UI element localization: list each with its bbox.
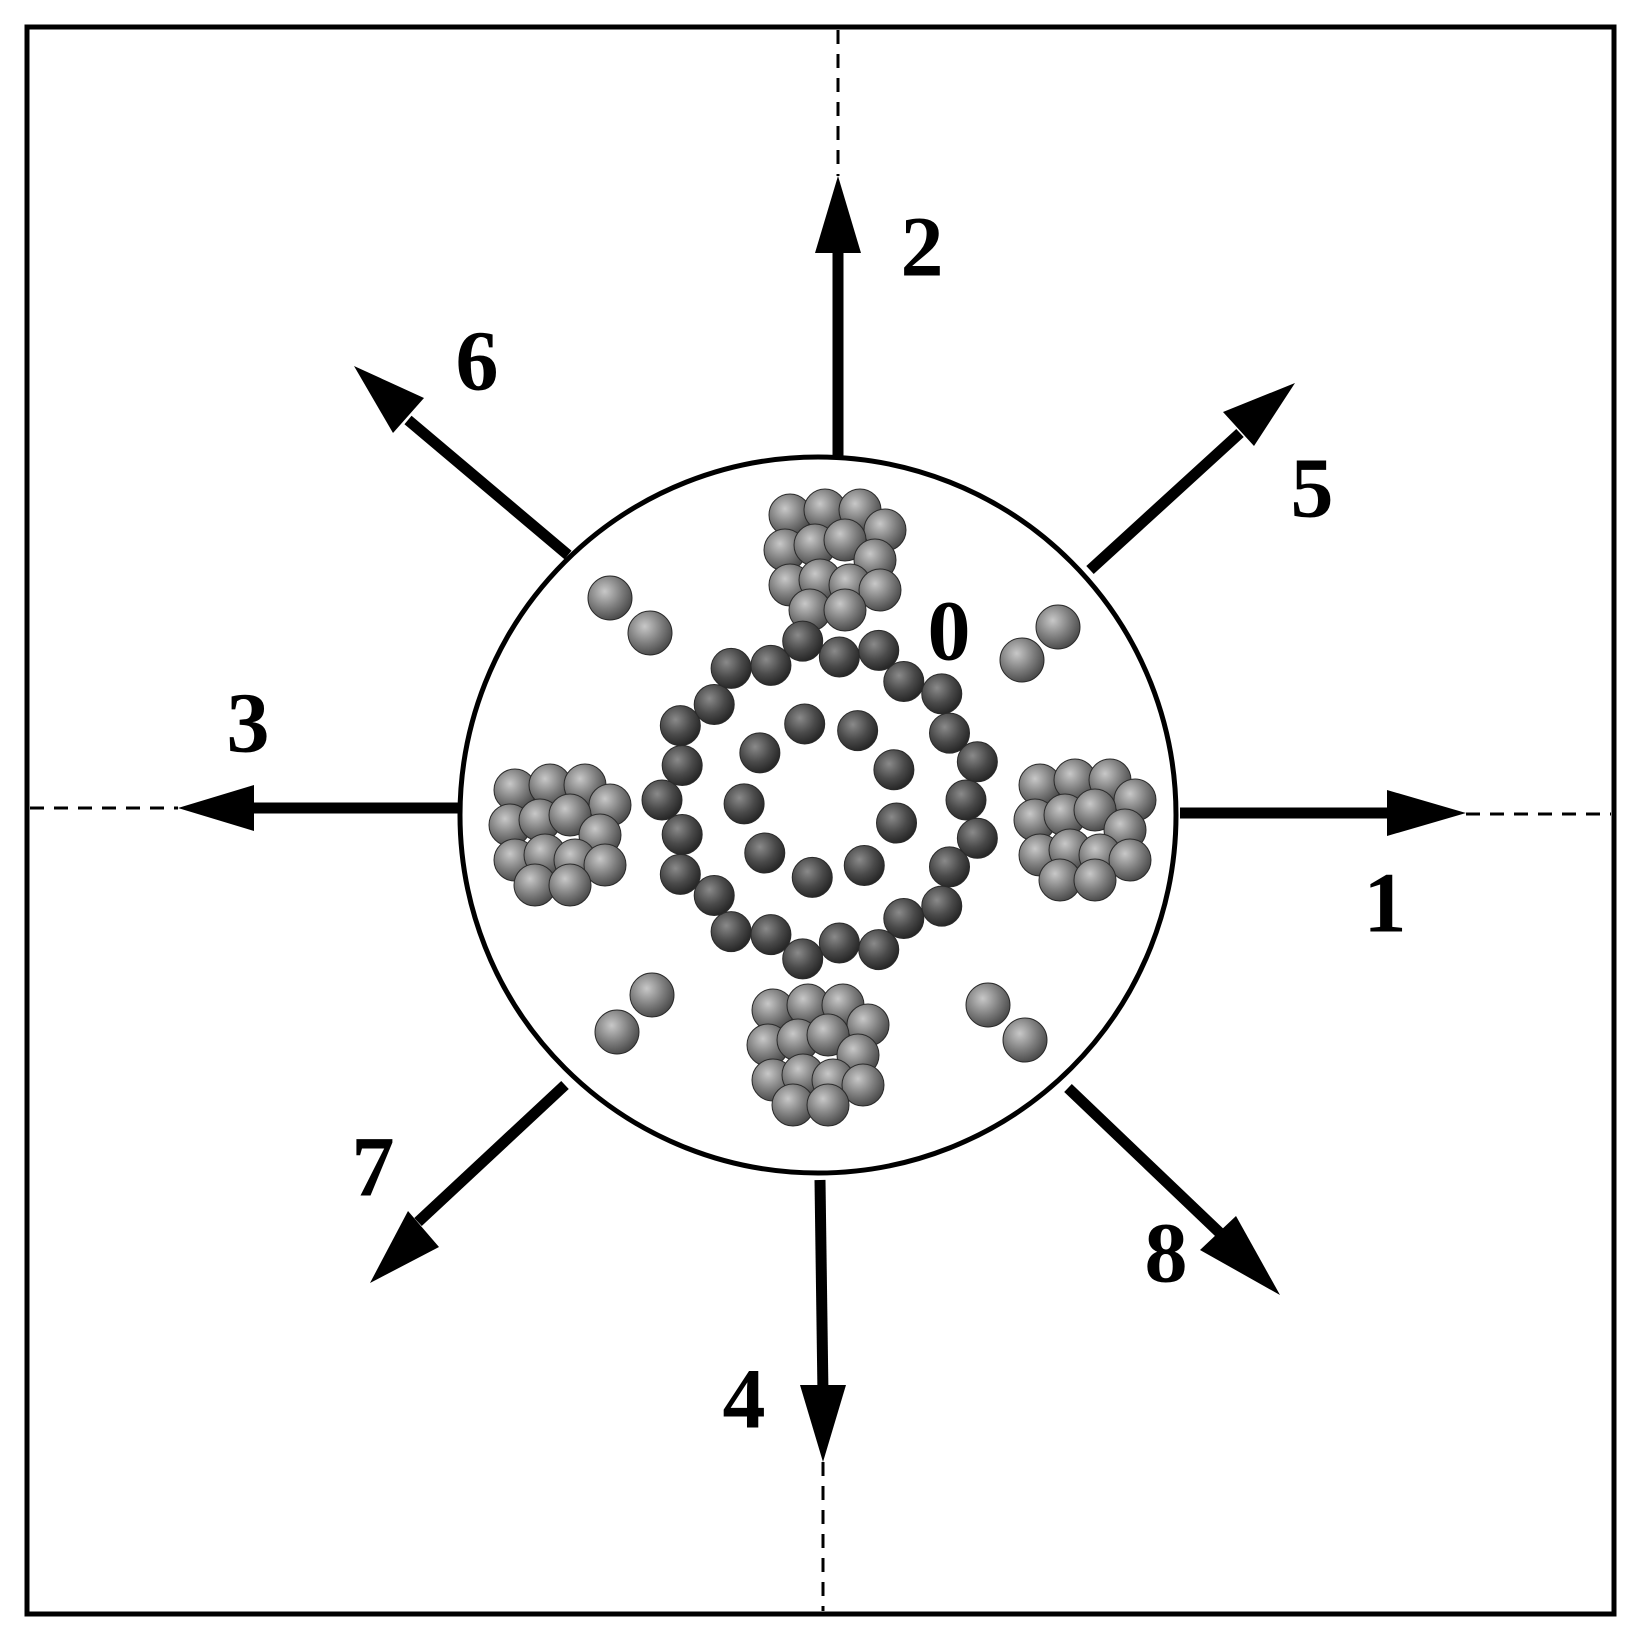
label-direction-6: 6: [456, 313, 499, 409]
core-outer-sphere: [929, 712, 971, 754]
pair-bottom-left-sphere: [594, 1009, 640, 1055]
core-outer-sphere: [693, 684, 735, 726]
guide-lines: [30, 30, 1611, 1611]
outer-frame: [24, 24, 1617, 1617]
core-outer-sphere: [782, 938, 824, 980]
core-outer-sphere: [818, 636, 860, 678]
arrow-6: [354, 366, 572, 560]
label-direction-4: 4: [723, 1351, 766, 1447]
core-outer-sphere: [921, 885, 963, 927]
label-direction-8: 8: [1145, 1205, 1188, 1301]
core-outer-sphere: [858, 629, 900, 671]
core-inner-sphere: [739, 732, 781, 774]
cluster-top-sphere: [823, 588, 867, 632]
arrow-4: [800, 1179, 846, 1462]
core-inner-sphere: [843, 845, 885, 887]
arrow-8: [1064, 1084, 1280, 1295]
label-direction-7: 7: [352, 1119, 395, 1215]
core-inner-sphere: [837, 710, 879, 752]
arrow-2: [815, 176, 861, 460]
pair-bottom-right-sphere: [965, 982, 1011, 1028]
cluster-right-sphere: [1073, 788, 1117, 832]
core-outer-sphere: [693, 874, 735, 916]
cluster-left-sphere: [548, 863, 592, 907]
core-outer-sphere: [641, 779, 683, 821]
core-outer-sphere: [921, 673, 963, 715]
pair-bottom-right-sphere: [1002, 1017, 1048, 1063]
label-direction-3: 3: [227, 675, 270, 771]
core-outer-sphere: [956, 741, 998, 783]
cluster-top-sphere: [823, 518, 867, 562]
arrow-3: [178, 785, 458, 831]
core-outer-sphere: [945, 779, 987, 821]
pair-top-right-sphere: [999, 637, 1045, 683]
arrow-5: [1086, 383, 1295, 575]
core-outer-sphere: [710, 647, 752, 689]
label-direction-5: 5: [1291, 440, 1334, 536]
arrow-7: [370, 1080, 569, 1283]
pair-top-left-sphere: [627, 610, 673, 656]
cluster-bottom-sphere: [806, 1083, 850, 1127]
direction-arrows: [178, 176, 1466, 1462]
arrow-1: [1180, 790, 1466, 836]
core-outer-sphere: [661, 745, 703, 787]
cluster-right-sphere: [1073, 858, 1117, 902]
core-outer-sphere: [710, 911, 752, 953]
core-outer-sphere: [858, 929, 900, 971]
core-outer-sphere: [659, 705, 701, 747]
core-inner-sphere: [876, 802, 918, 844]
core-outer-sphere: [956, 817, 998, 859]
core-outer-sphere: [818, 922, 860, 964]
cluster-bottom-sphere: [841, 1063, 885, 1107]
pair-top-right-sphere: [1035, 604, 1081, 650]
core-inner-sphere: [791, 856, 833, 898]
cluster-bottom-sphere: [806, 1013, 850, 1057]
cluster-top-sphere: [858, 568, 902, 612]
core-outer-sphere: [929, 846, 971, 888]
core-outer-sphere: [750, 644, 792, 686]
label-direction-2: 2: [901, 199, 944, 295]
pair-top-left-sphere: [587, 575, 633, 621]
core-outer-sphere: [661, 813, 703, 855]
cluster-left-sphere: [583, 843, 627, 887]
core-outer-sphere: [750, 914, 792, 956]
label-center-0: 0: [928, 583, 971, 679]
core-outer-sphere: [782, 620, 824, 662]
label-direction-1: 1: [1364, 855, 1407, 951]
pair-bottom-left-sphere: [629, 972, 675, 1018]
core-outer-sphere: [883, 660, 925, 702]
core-inner-sphere: [873, 749, 915, 791]
core-inner-sphere: [784, 703, 826, 745]
direction-labels: 0 1 2 3 4 5 6 7 8: [227, 199, 1407, 1447]
cluster-left-sphere: [548, 793, 592, 837]
particle-clusters: [488, 488, 1157, 1127]
core-outer-sphere: [883, 898, 925, 940]
cluster-right-sphere: [1108, 838, 1152, 882]
core-outer-sphere: [659, 853, 701, 895]
core-inner-sphere: [744, 832, 786, 874]
core-inner-sphere: [723, 783, 765, 825]
